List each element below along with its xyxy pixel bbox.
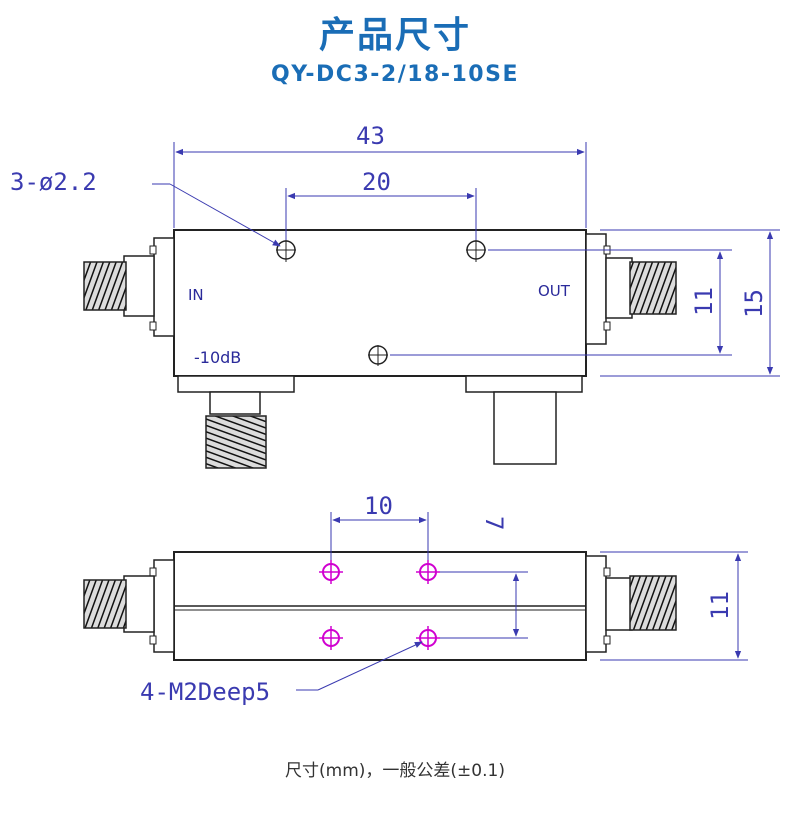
threaded-hole-icon xyxy=(416,626,440,650)
dim-hole-offset-label: 11 xyxy=(690,287,718,316)
coupling-label: -10dB xyxy=(194,348,241,367)
dim-hole-spacing-y-label: 7 xyxy=(480,516,508,530)
model-number: QY-DC3-2/18-10SE xyxy=(271,62,519,87)
page-title: 产品尺寸 xyxy=(318,15,471,56)
port-in-label: IN xyxy=(188,286,204,304)
bottom-view: 10 7 11 4-M2Deep5 xyxy=(83,492,748,706)
mount-hole-icon xyxy=(368,345,388,366)
dim-height-label: 15 xyxy=(740,289,768,318)
mount-hole-icon xyxy=(466,240,486,262)
out-connector-icon xyxy=(585,555,677,653)
port-out-label: OUT xyxy=(538,282,571,300)
termination-load-icon xyxy=(465,375,583,465)
top-view: IN OUT -10dB 43 20 3-ø2.2 11 15 xyxy=(10,122,780,469)
out-connector-icon xyxy=(585,233,677,345)
dim-hole-spacing-label: 20 xyxy=(362,168,391,196)
hole-callout-label: 3-ø2.2 xyxy=(10,168,97,196)
dim-hole-spacing-x-label: 10 xyxy=(364,492,393,520)
threaded-hole-icon xyxy=(319,560,343,584)
threaded-hole-icon xyxy=(416,560,440,584)
dim-length-label: 43 xyxy=(356,122,385,150)
dim-height-label: 11 xyxy=(706,591,734,620)
threaded-hole-callout-label: 4-M2Deep5 xyxy=(140,678,270,706)
mount-hole-icon xyxy=(276,240,296,262)
tolerance-note: 尺寸(mm)，一般公差(±0.1) xyxy=(285,761,505,781)
in-connector-icon xyxy=(83,559,175,653)
in-connector-icon xyxy=(83,237,175,337)
threaded-hole-icon xyxy=(319,626,343,650)
coupled-connector-icon xyxy=(177,375,295,469)
